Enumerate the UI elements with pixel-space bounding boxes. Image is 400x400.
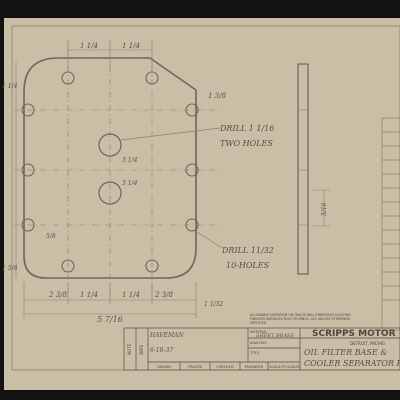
small-hole [21,218,35,232]
tolerance-note-3: SPECIFIED [250,321,267,325]
large-hole-lower [98,181,122,205]
footer-engineer: ENGINEER [245,365,264,369]
material-label: MATERIAL [250,330,267,334]
side-label-note: NOTE [127,343,132,355]
bottom-dim-3: 1 1/4 [122,291,140,299]
small-hole [61,71,75,85]
small-hole [185,163,199,177]
corner-dim: 1 3/8 [208,92,226,100]
revision-table [381,117,400,331]
small-hole [145,71,159,85]
bottom-dim-5: 1 1/32 [204,301,223,308]
top-dimension-lines [67,44,153,70]
side-view-part [297,63,309,275]
footer-traced: TRACED [187,365,203,369]
title-line-2: COOLER SEPARATOR P [304,359,400,368]
plate-outline [23,57,197,279]
side-view-dim: 5/16 [321,202,328,216]
bottom-dim-1: 2 3/8 [48,291,67,299]
drill-two-line1: DRILL 1 1/16 [219,124,274,133]
side-view-lines [298,109,330,227]
title-label: TITLE [249,351,259,355]
small-hole [145,259,159,273]
footer-scale-value: FULL [280,364,293,369]
footer-checked: CHECKED [216,365,234,369]
tolerance-note-2: FINISHED SURFACES PLUS OR MINUS .015 UNL… [250,317,350,321]
analysis-label: ANALYSIS [250,341,267,345]
large-hole-upper [98,133,122,157]
small-hole [185,103,199,117]
left-dim-top: 1 1/4 [2,83,18,90]
overall-width-dim: 5 7/16 [97,315,123,324]
drill-two-line2: TWO HOLES [220,139,273,148]
top-dim-right: 1 1/4 [122,42,140,50]
company-name: SCRIPPS MOTOR [312,329,396,339]
title-line-1: OIL FILTER BASE & [304,348,387,357]
leader-drill-ten [196,231,223,249]
bottom-dim-2: 1 1/4 [80,291,98,299]
small-hole [21,163,35,177]
small-hole [61,259,75,273]
bottom-dimension-lines [23,282,197,318]
title-block-frame [123,327,400,371]
center-dim-upper: 3 1/4 [122,157,138,164]
bottom-dim-4: 2 3/8 [154,291,173,299]
drill-ten-line2: 10-HOLES [226,261,270,270]
company-city: DETROIT, MICHIG [350,341,385,346]
drawn-by: HAVEMAN [149,332,184,339]
left-dim-bottom: 1 5/8 [2,265,18,272]
footer-size: SIZE [292,365,301,369]
top-dim-left: 1 1/4 [80,42,98,50]
center-dim-lower: 3 1/4 [122,180,138,187]
side-label-date: DATE [139,344,144,355]
leader-drill-two [120,127,221,141]
left-dim-mid: 5/8 [46,233,56,240]
footer-scale: SCALE [269,365,281,369]
footer-drawn: DRAWN [157,365,171,369]
drill-ten-line1: DRILL 11/32 [221,246,274,255]
small-hole [21,103,35,117]
tolerance-note-1: ALLOWABLE VARIATION ON FRACTIONAL DIMENS… [250,313,351,317]
material-value: SHEET BRASS [256,333,294,339]
drawing-date: 6-18-37 [150,347,173,354]
small-hole [185,218,199,232]
